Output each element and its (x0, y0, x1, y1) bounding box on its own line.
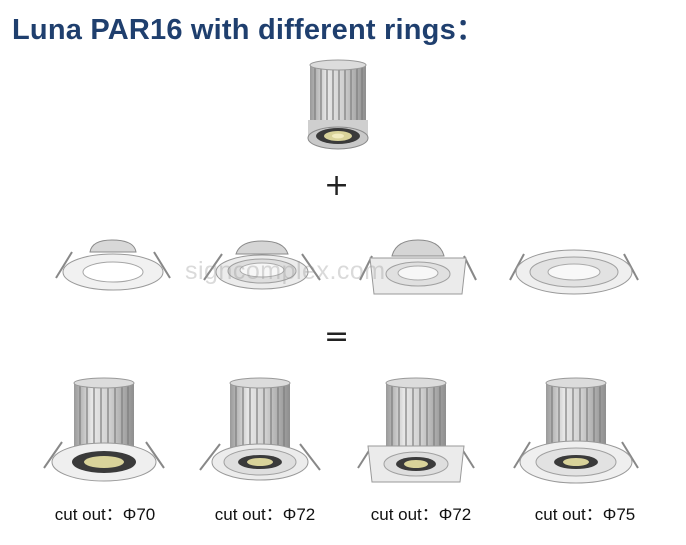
round-bezel-ring-image (203, 240, 321, 290)
assembly-round-bezel-image (199, 377, 321, 481)
cutout-label-2: cut out：Φ72 (214, 505, 316, 524)
cutout-label-3: cut out：Φ72 (370, 505, 472, 524)
cutout-label-1: cut out：Φ70 (54, 505, 156, 524)
round-tilt-ring-image (509, 249, 639, 295)
assembly-round-spring-image (43, 377, 165, 482)
page-title: Luna PAR16 with different rings： (12, 14, 486, 46)
led-module-image (307, 59, 369, 150)
round-spring-ring-image (55, 239, 171, 291)
assembly-square-bezel-image (357, 377, 475, 483)
assembly-round-tilt-image (513, 377, 639, 484)
equals-symbol: = (324, 319, 350, 354)
cutout-label-4: cut out：Φ75 (534, 505, 636, 524)
plus-symbol: + (324, 168, 350, 203)
square-bezel-ring-image (359, 239, 477, 295)
watermark-text: signcomplex.com (185, 257, 386, 285)
